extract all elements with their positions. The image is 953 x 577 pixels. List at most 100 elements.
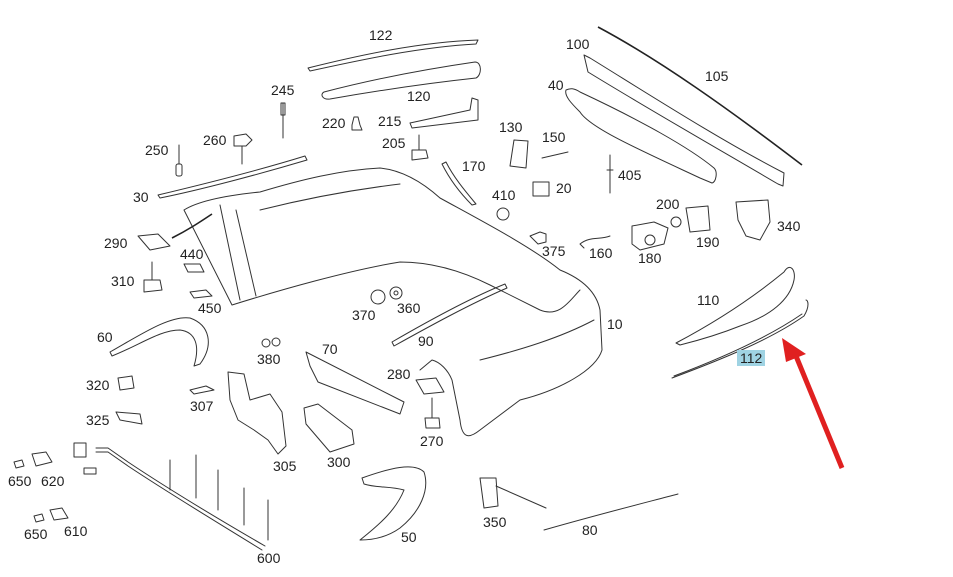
label-300[interactable]: 300 bbox=[327, 454, 351, 470]
part-440-clip bbox=[183, 263, 205, 273]
part-110-trim bbox=[675, 267, 795, 346]
label-160[interactable]: 160 bbox=[589, 245, 613, 261]
part-205-bolt bbox=[411, 134, 429, 161]
part-620-connector bbox=[31, 451, 53, 467]
label-50[interactable]: 50 bbox=[401, 529, 417, 545]
part-650-cap-a bbox=[13, 459, 25, 469]
part-180-sensor bbox=[631, 221, 669, 251]
label-245[interactable]: 245 bbox=[271, 82, 295, 98]
label-215[interactable]: 215 bbox=[378, 113, 402, 129]
part-50-liner bbox=[359, 466, 427, 541]
part-450-clip bbox=[189, 289, 213, 299]
part-305-bracket bbox=[227, 371, 287, 455]
part-170-bracket bbox=[441, 161, 477, 206]
label-307[interactable]: 307 bbox=[190, 398, 214, 414]
part-122-trim-strip bbox=[307, 39, 479, 72]
part-215-bracket bbox=[409, 97, 479, 129]
part-340-bracket bbox=[735, 199, 771, 241]
label-620[interactable]: 620 bbox=[41, 473, 65, 489]
label-325[interactable]: 325 bbox=[86, 412, 110, 428]
label-340[interactable]: 340 bbox=[777, 218, 801, 234]
part-120-trim bbox=[321, 61, 481, 100]
part-130-plate bbox=[509, 139, 529, 169]
label-370[interactable]: 370 bbox=[352, 307, 376, 323]
label-250[interactable]: 250 bbox=[145, 142, 169, 158]
label-60[interactable]: 60 bbox=[97, 329, 113, 345]
label-30[interactable]: 30 bbox=[133, 189, 149, 205]
part-100-grille-strip bbox=[583, 54, 785, 187]
part-600-harness bbox=[73, 442, 269, 551]
part-250-pin bbox=[175, 144, 183, 177]
part-290-clip bbox=[137, 213, 213, 251]
label-170[interactable]: 170 bbox=[462, 158, 486, 174]
label-405[interactable]: 405 bbox=[618, 167, 642, 183]
label-110[interactable]: 110 bbox=[697, 292, 720, 308]
part-105-strip bbox=[597, 26, 803, 166]
label-10[interactable]: 10 bbox=[607, 316, 623, 332]
label-600[interactable]: 600 bbox=[257, 550, 281, 566]
label-270[interactable]: 270 bbox=[420, 433, 444, 449]
label-440[interactable]: 440 bbox=[180, 246, 204, 262]
label-290[interactable]: 290 bbox=[104, 235, 128, 251]
label-375[interactable]: 375 bbox=[542, 243, 566, 259]
label-40[interactable]: 40 bbox=[548, 77, 564, 93]
part-40-panel bbox=[565, 88, 717, 184]
part-70-absorber bbox=[305, 351, 405, 415]
part-375-screw bbox=[529, 231, 547, 245]
label-380[interactable]: 380 bbox=[257, 351, 281, 367]
label-130[interactable]: 130 bbox=[499, 119, 523, 135]
part-360-washer bbox=[389, 286, 403, 300]
part-307-clip bbox=[189, 385, 215, 395]
part-350-clip bbox=[479, 477, 547, 509]
pointer-arrow bbox=[782, 338, 845, 469]
part-60-liner bbox=[109, 317, 209, 367]
part-280-clip bbox=[415, 377, 445, 395]
label-100[interactable]: 100 bbox=[566, 36, 590, 52]
part-260-bolt bbox=[233, 133, 253, 165]
label-450[interactable]: 450 bbox=[198, 300, 222, 316]
label-180[interactable]: 180 bbox=[638, 250, 662, 266]
label-112-highlighted[interactable]: 112 bbox=[737, 350, 766, 366]
part-370-nut bbox=[370, 289, 386, 305]
label-260[interactable]: 260 bbox=[203, 132, 227, 148]
label-80[interactable]: 80 bbox=[582, 522, 598, 538]
part-30-strip bbox=[157, 155, 308, 199]
part-10-bumper bbox=[183, 167, 603, 437]
label-150[interactable]: 150 bbox=[542, 129, 566, 145]
label-280[interactable]: 280 bbox=[387, 366, 411, 382]
label-200[interactable]: 200 bbox=[656, 196, 680, 212]
label-220[interactable]: 220 bbox=[322, 115, 346, 131]
label-70[interactable]: 70 bbox=[322, 341, 338, 357]
label-105[interactable]: 105 bbox=[705, 68, 729, 84]
part-90-strip bbox=[391, 283, 508, 347]
label-350[interactable]: 350 bbox=[483, 514, 507, 530]
label-120[interactable]: 120 bbox=[407, 88, 431, 104]
label-360[interactable]: 360 bbox=[397, 300, 421, 316]
part-610-connector bbox=[49, 507, 69, 521]
part-300-bracket bbox=[303, 403, 355, 453]
part-325-clip bbox=[115, 411, 143, 425]
part-150-wire bbox=[541, 151, 569, 159]
part-380-clip bbox=[261, 337, 281, 348]
part-405-rivet bbox=[606, 154, 614, 194]
part-20-clip bbox=[532, 181, 550, 197]
label-650-upper[interactable]: 650 bbox=[8, 473, 32, 489]
label-320[interactable]: 320 bbox=[86, 377, 110, 393]
part-245-rivet bbox=[280, 102, 286, 139]
label-650-lower[interactable]: 650 bbox=[24, 526, 48, 542]
part-410-grommet bbox=[496, 207, 510, 221]
label-305[interactable]: 305 bbox=[273, 458, 297, 474]
label-410[interactable]: 410 bbox=[492, 187, 516, 203]
label-310[interactable]: 310 bbox=[111, 273, 135, 289]
label-20[interactable]: 20 bbox=[556, 180, 572, 196]
label-205[interactable]: 205 bbox=[382, 135, 406, 151]
label-90[interactable]: 90 bbox=[418, 333, 434, 349]
label-190[interactable]: 190 bbox=[696, 234, 720, 250]
part-320-clip bbox=[117, 375, 135, 391]
part-650-cap-b bbox=[33, 513, 45, 523]
label-122[interactable]: 122 bbox=[369, 27, 393, 43]
part-112-trim-strip bbox=[671, 299, 809, 379]
label-610[interactable]: 610 bbox=[64, 523, 88, 539]
